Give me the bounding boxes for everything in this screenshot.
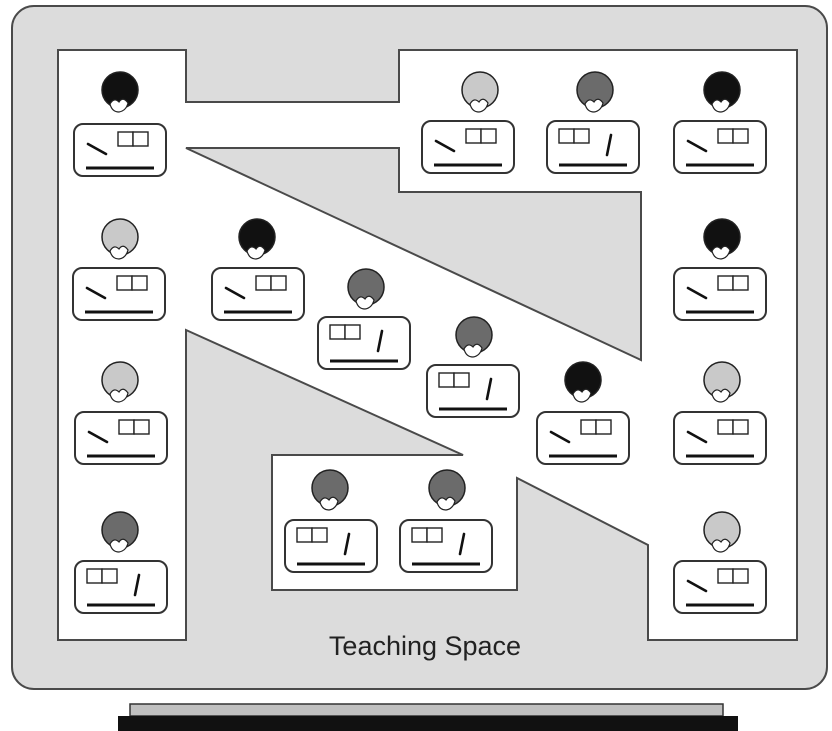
seat-9 [426, 316, 520, 418]
student-hand [463, 343, 483, 358]
seat-7 [317, 268, 411, 370]
room-label: Teaching Space [329, 631, 521, 661]
book-page-right [573, 128, 590, 144]
book-page-left [411, 527, 428, 543]
book-page-right [344, 324, 361, 340]
pencil [485, 377, 493, 401]
seat-6 [211, 218, 305, 321]
book-page-left [580, 419, 597, 435]
book-page-right [732, 419, 749, 435]
seat-11 [536, 361, 630, 465]
student-hand [109, 388, 129, 403]
book-page-right [595, 419, 612, 435]
book-page-left [717, 275, 734, 291]
student-hand [109, 245, 129, 260]
book-page-right [133, 419, 150, 435]
seat-10 [74, 361, 168, 465]
book-page-left [329, 324, 346, 340]
book-page-right [732, 128, 749, 144]
seat-1 [73, 71, 167, 177]
book-page-right [453, 372, 470, 388]
student-hand [572, 388, 592, 403]
pencil [686, 286, 708, 300]
student-hand [584, 98, 604, 113]
whiteboard-dark [118, 716, 738, 731]
book-page-left [116, 275, 133, 291]
student-hand [469, 98, 489, 113]
pencil [224, 286, 246, 300]
walkway-left-top [57, 49, 798, 641]
book-page-right [270, 275, 287, 291]
student-hand [355, 295, 375, 310]
student-hand [109, 98, 129, 113]
book-page-left [717, 568, 734, 584]
book-page-left [117, 131, 134, 147]
book-page-left [86, 568, 103, 584]
whiteboard-light [129, 703, 724, 717]
student-hand [436, 496, 456, 511]
pencil [686, 430, 708, 444]
book-page-right [732, 275, 749, 291]
student-hand [711, 245, 731, 260]
book-page-left [118, 419, 135, 435]
book-page-right [311, 527, 328, 543]
pencil [343, 532, 351, 556]
book-page-left [717, 128, 734, 144]
seat-15 [74, 511, 168, 614]
student-hand [319, 496, 339, 511]
seat-4 [673, 71, 767, 174]
seat-16 [673, 511, 767, 614]
pencil [133, 573, 141, 597]
book-page-left [465, 128, 482, 144]
pencil [686, 579, 708, 593]
book-page-right [480, 128, 497, 144]
book-page-left [558, 128, 575, 144]
student-hand [246, 245, 266, 260]
book-page-right [131, 275, 148, 291]
book-page-left [255, 275, 272, 291]
student-hand [109, 538, 129, 553]
pencil [549, 430, 571, 444]
book-page-right [426, 527, 443, 543]
seats-group [72, 71, 767, 614]
book-page-left [296, 527, 313, 543]
seat-5 [72, 218, 166, 321]
pencil [85, 286, 107, 300]
book-page-right [132, 131, 149, 147]
pencil [458, 532, 466, 556]
pencil [87, 430, 109, 444]
pencil [605, 133, 613, 157]
seat-12 [673, 361, 767, 465]
seat-3 [546, 71, 640, 174]
seat-8 [673, 218, 767, 321]
pencil [376, 329, 384, 353]
student-hand [711, 538, 731, 553]
seat-14 [399, 469, 493, 573]
seat-13 [284, 469, 378, 573]
book-page-left [438, 372, 455, 388]
book-page-right [732, 568, 749, 584]
book-page-left [717, 419, 734, 435]
pencil [686, 139, 708, 153]
student-hand [711, 98, 731, 113]
pencil [434, 139, 456, 153]
book-page-right [101, 568, 118, 584]
seat-2 [421, 71, 515, 174]
pencil [86, 142, 108, 156]
student-hand [711, 388, 731, 403]
